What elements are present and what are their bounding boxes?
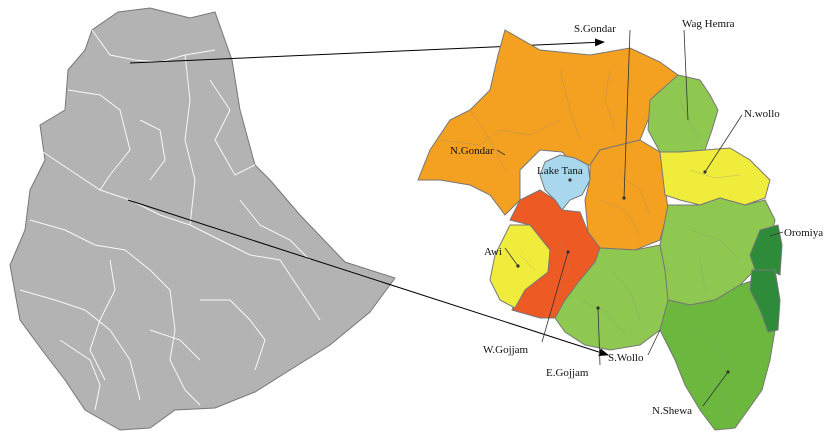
label-wag-hemra: Wag Hemra (682, 18, 735, 30)
label-n-shewa: N.Shewa (652, 405, 692, 417)
zone-oromiya-south (749, 269, 781, 333)
label-w-gojjam: W.Gojjam (483, 344, 529, 356)
zone-n-wollo (659, 147, 771, 206)
zone-n-shewa (659, 277, 776, 431)
ethiopia-overview-map (9, 7, 396, 431)
zone-awi (489, 224, 551, 309)
label-lake-tana: Lake Tana (537, 165, 583, 177)
label-s-gondar: S.Gondar (574, 23, 616, 35)
label-awi: Awi (484, 246, 502, 258)
label-oromiya: Oromiya (784, 227, 823, 239)
ethiopia-outline (9, 7, 396, 431)
label-e-gojjam: E.Gojjam (546, 367, 589, 379)
label-n-wollo: N.wollo (744, 108, 780, 120)
label-s-wollo: S.Wollo (608, 352, 644, 364)
arrow-to-s-wollo (127, 199, 609, 357)
zone-s-gondar (584, 139, 669, 251)
zone-n-gondar (417, 29, 679, 216)
label-n-gondar: N.Gondar (450, 145, 494, 157)
lake-tana (539, 154, 591, 211)
amhara-zones (417, 29, 783, 431)
